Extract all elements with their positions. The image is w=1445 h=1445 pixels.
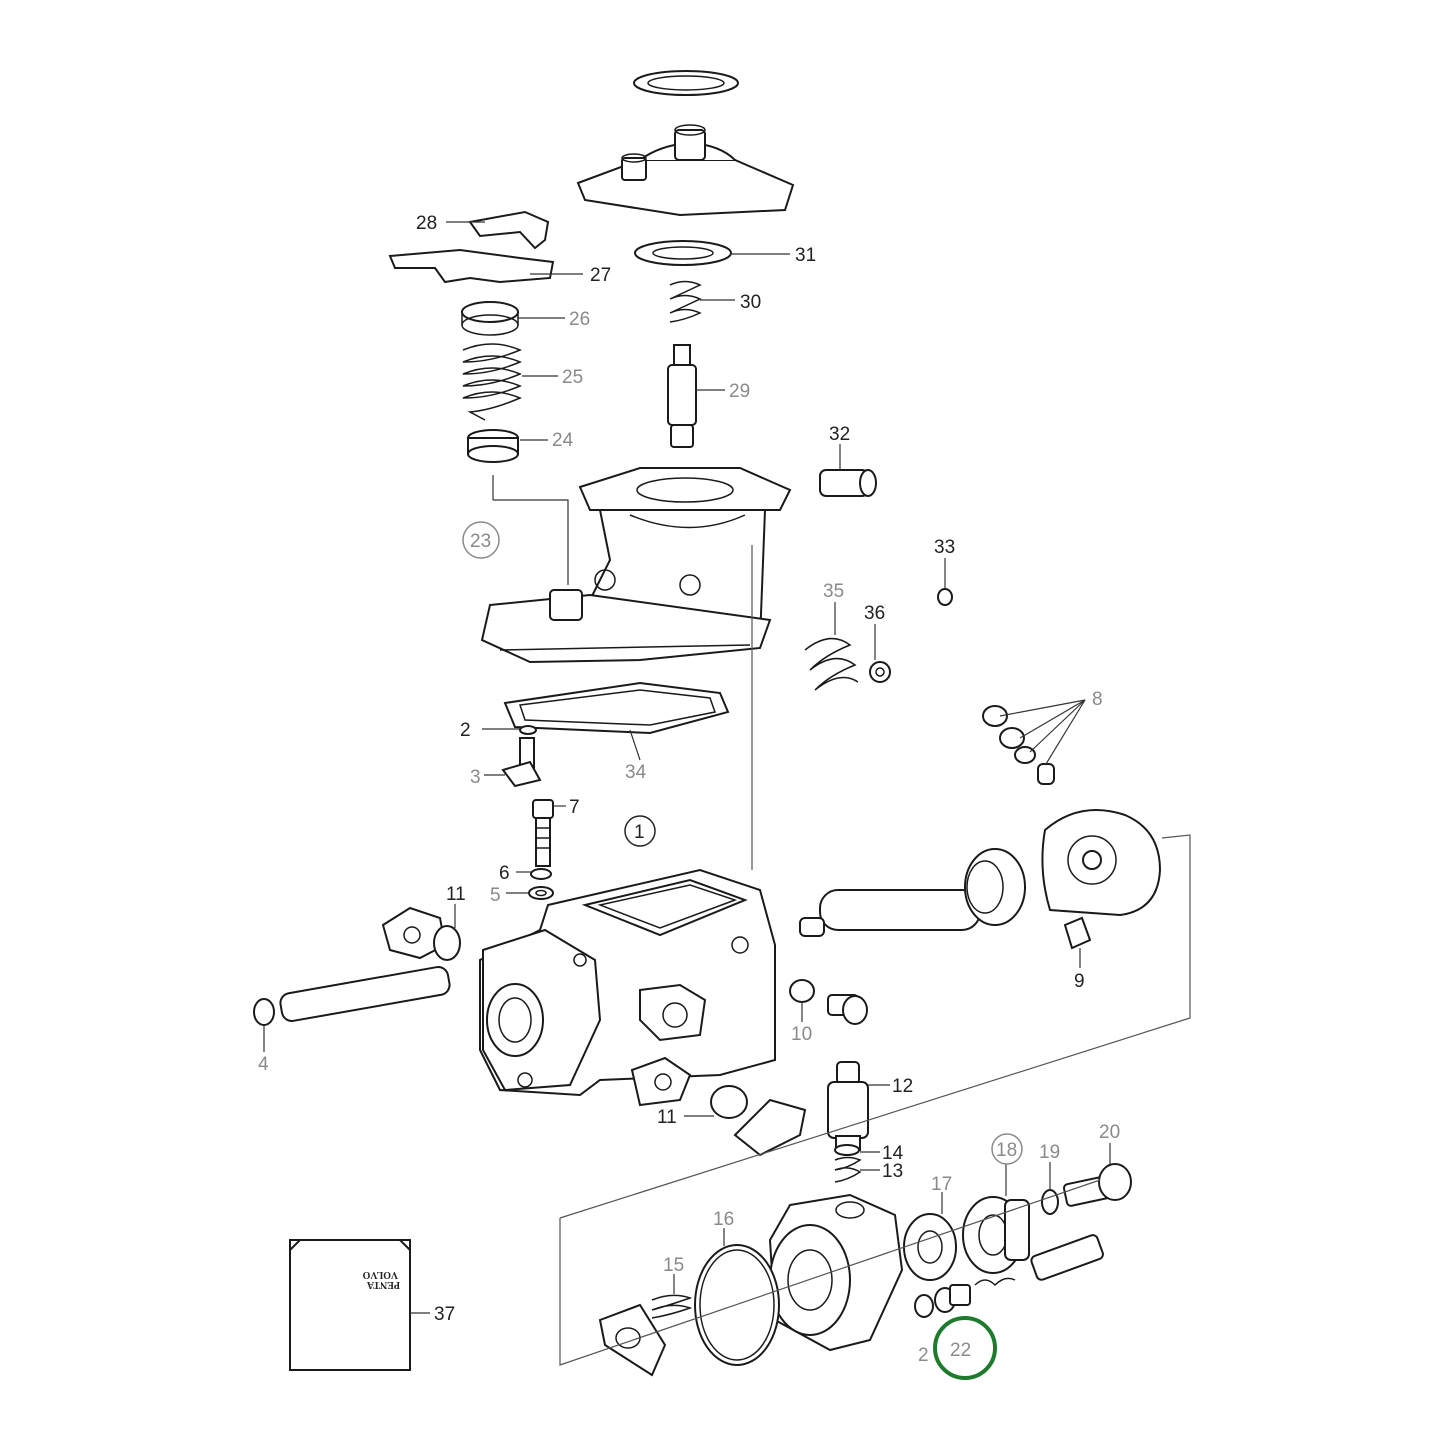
washer-14 [834,1144,860,1156]
bolt-20 [1062,1163,1132,1207]
callout-labels: 1 2 3 4 5 6 7 8 9 10 11 11 12 13 14 15 1… [258,213,1120,1380]
callout-9: 9 [1074,971,1085,992]
washer-2 [519,725,537,735]
piston-29 [667,344,697,448]
solenoid-12 [827,1061,869,1151]
callout-4: 4 [258,1054,269,1075]
pump-frame-bottom [559,1179,1101,1366]
kit-brand-line1: VOLVO [362,1269,398,1280]
callout-11-upper: 11 [446,884,466,905]
callout-circle-1 [624,815,656,847]
spring-35 [804,637,859,691]
callout-34: 34 [625,762,647,783]
callout-28: 28 [416,213,437,234]
callout-3: 3 [470,767,481,788]
flange-11-lower [630,1056,748,1119]
callout-30: 30 [740,292,761,313]
lever-27 [388,248,555,284]
pump-frame-right [559,834,1191,1219]
spring-13 [834,1156,862,1183]
callout-13: 13 [882,1161,903,1182]
washer-17 [903,1213,957,1281]
coupling [964,848,1026,926]
callout-6: 6 [499,863,510,884]
fitting-3 [501,737,542,788]
screw-7 [532,799,554,867]
rollers-8 [982,705,1055,785]
callout-25: 25 [562,367,583,388]
key-9 [1063,916,1092,950]
distributor-head [768,1193,904,1352]
spring-cup-24 [467,429,519,463]
callout-14: 14 [882,1143,904,1164]
callout-8: 8 [1092,689,1103,710]
top-gasket [633,70,739,96]
callout-22-highlight-ring[interactable] [933,1316,997,1380]
o-ring-33 [937,588,953,606]
pump-body [479,868,776,1097]
banjo-screw-32 [819,469,877,497]
top-cover [576,124,795,217]
callout-29: 29 [729,381,750,402]
drive-shaft [799,889,981,937]
cover-plate-11 [733,1098,807,1157]
washer-6 [530,868,552,880]
callout-12: 12 [892,1076,913,1097]
callout-27: 27 [590,265,611,286]
callout-10: 10 [791,1024,812,1045]
callout-24: 24 [552,430,574,451]
callout-33: 33 [934,537,955,558]
callout-15: 15 [663,1255,684,1276]
kit-brand-line2: PENTA [366,1279,400,1290]
spindle-4 [253,966,451,1026]
callout-11-lower: 11 [657,1107,677,1128]
o-ring-16 [694,1244,780,1366]
callout-37: 37 [434,1304,455,1325]
spring-25 [462,343,522,421]
callout-1: 1 [634,822,645,843]
callout-circle-23 [462,521,500,559]
delivery-valve-assembly [914,1234,1104,1318]
callout-32: 32 [829,424,850,445]
callout-7: 7 [569,797,580,818]
callout-2: 2 [460,720,471,741]
callout-20: 20 [1099,1122,1120,1143]
lever-28 [468,210,550,250]
gasket-kit-bag: VOLVO PENTA [289,1239,411,1371]
leader-lines [263,221,1111,1314]
callout-35: 35 [823,581,844,602]
cam-ring [1041,809,1162,917]
callout-circle-18 [991,1133,1023,1165]
housing-cover-plate [480,589,772,664]
callout-22[interactable]: 22 [950,1340,971,1361]
spring-15 [651,1294,693,1319]
spring-30 [669,280,702,323]
flange-11-upper [381,906,461,961]
callout-18: 18 [996,1140,1017,1161]
valve-18 [962,1196,1030,1274]
callout-16: 16 [713,1209,734,1230]
callout-31: 31 [795,245,816,266]
callout-19: 19 [1039,1142,1060,1163]
washer-19 [1041,1189,1059,1215]
callout-23: 23 [470,531,491,552]
washer-5 [528,886,554,900]
callout-36: 36 [864,603,885,624]
callout-17: 17 [931,1174,952,1195]
spring-seat-26 [461,301,519,336]
callout-5: 5 [490,885,501,906]
diaphragm-gasket-31 [634,240,732,266]
washer-36 [869,661,891,683]
callout-26: 26 [569,309,590,330]
gasket-34 [503,681,730,735]
callout-21: 2 [918,1345,929,1366]
